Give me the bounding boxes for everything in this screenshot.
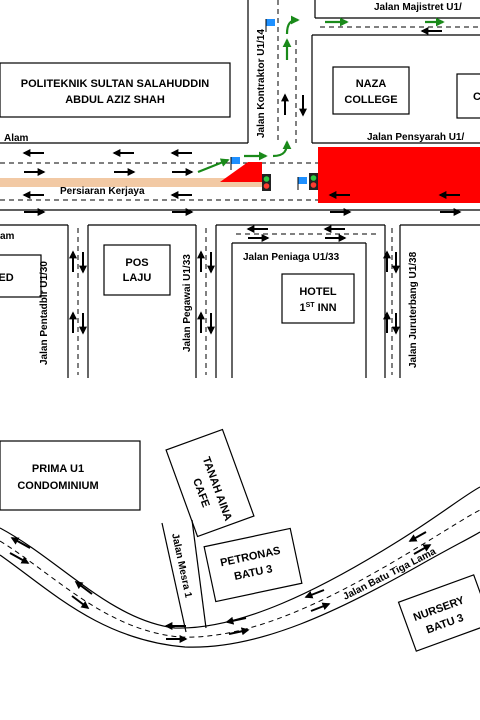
road-edges bbox=[0, 0, 480, 378]
label-partial-ed: ED bbox=[0, 272, 14, 284]
label-politeknik-2: ABDUL AZIZ SHAH bbox=[65, 94, 165, 106]
building-nursery bbox=[397, 574, 480, 652]
road-label-alam-bottom: am bbox=[0, 231, 15, 242]
lane-arrow-icon bbox=[74, 581, 93, 595]
route-arrow-icon bbox=[272, 140, 292, 158]
road-label-alam-top: Alam bbox=[4, 133, 29, 144]
building-partial-ed bbox=[0, 254, 42, 298]
building-politeknik bbox=[0, 62, 231, 118]
building-naza bbox=[332, 66, 410, 115]
traffic-light-icon bbox=[309, 173, 318, 190]
label-prima-2: CONDOMINIUM bbox=[17, 480, 98, 492]
curve-lane-arrows bbox=[9, 531, 432, 643]
buildings-bottom bbox=[0, 428, 480, 652]
vertical-lane-arrows bbox=[69, 93, 400, 335]
label-prima-1: PRIMA U1 bbox=[32, 463, 84, 475]
label-hotel-1: HOTEL bbox=[299, 286, 337, 298]
building-tanah-aina bbox=[165, 428, 255, 538]
buildings-top bbox=[0, 62, 480, 324]
road-label-kontraktor: Jalan Kontraktor U1/14 bbox=[256, 29, 267, 138]
road-label-majistret: Jalan Majistret U1/ bbox=[374, 2, 462, 13]
lane-arrow-icon bbox=[310, 602, 331, 612]
lane-arrow-icon bbox=[10, 537, 31, 549]
label-naza-2: COLLEGE bbox=[344, 94, 397, 106]
flag-icon bbox=[297, 177, 307, 190]
route-arrow-icon bbox=[285, 15, 300, 35]
building-hotel bbox=[281, 273, 355, 324]
label-pos-2: LAJU bbox=[123, 272, 152, 284]
flag-icon bbox=[230, 157, 240, 170]
flags bbox=[230, 19, 307, 190]
label-politeknik-1: POLITEKNIK SULTAN SALAHUDDIN bbox=[21, 78, 209, 90]
building-prima bbox=[0, 440, 141, 511]
route-arrow-icon bbox=[197, 158, 230, 174]
building-petronas bbox=[203, 527, 303, 603]
footpath-strip bbox=[0, 178, 262, 187]
lane-arrow-icon bbox=[71, 595, 90, 609]
lane-arrow-icon bbox=[413, 544, 432, 555]
lane-arrow-icon bbox=[408, 531, 427, 542]
road-label-pegawai: Jalan Pegawai U1/33 bbox=[182, 254, 193, 352]
road-label-mesra: Jalan Mesra 1 bbox=[169, 532, 193, 599]
traffic-light-icon bbox=[262, 174, 271, 191]
accident-zones bbox=[220, 147, 480, 203]
lane-arrow-icon bbox=[304, 589, 325, 599]
lane-arrow-icon bbox=[228, 627, 250, 636]
road-label-peniaga: Jalan Peniaga U1/33 bbox=[243, 252, 340, 263]
label-partial-c: C bbox=[473, 91, 480, 103]
flag-icon bbox=[265, 19, 275, 32]
label-pos-1: POS bbox=[125, 257, 148, 269]
label-hotel-2: 1ST INN bbox=[299, 302, 336, 314]
building-partial-c bbox=[456, 73, 480, 119]
building-pos-laju bbox=[103, 244, 171, 296]
route-arrows bbox=[197, 15, 445, 174]
road-label-persiaran: Persiaran Kerjaya bbox=[60, 186, 145, 197]
label-naza-1: NAZA bbox=[356, 78, 387, 90]
traffic-lights bbox=[262, 173, 318, 191]
lane-arrows bbox=[22, 27, 462, 242]
accident-zone-left bbox=[220, 162, 262, 182]
accident-zone-right bbox=[318, 147, 480, 203]
road-label-pensyarah: Jalan Pensyarah U1/ bbox=[367, 132, 464, 143]
lane-arrow-icon bbox=[225, 616, 247, 625]
road-label-pentadbir: Jalan Pentadbir U1/30 bbox=[39, 261, 50, 365]
road-label-juruterbang: Jalan Juruterbang U1/38 bbox=[408, 251, 419, 368]
lane-arrow-icon bbox=[9, 552, 30, 564]
